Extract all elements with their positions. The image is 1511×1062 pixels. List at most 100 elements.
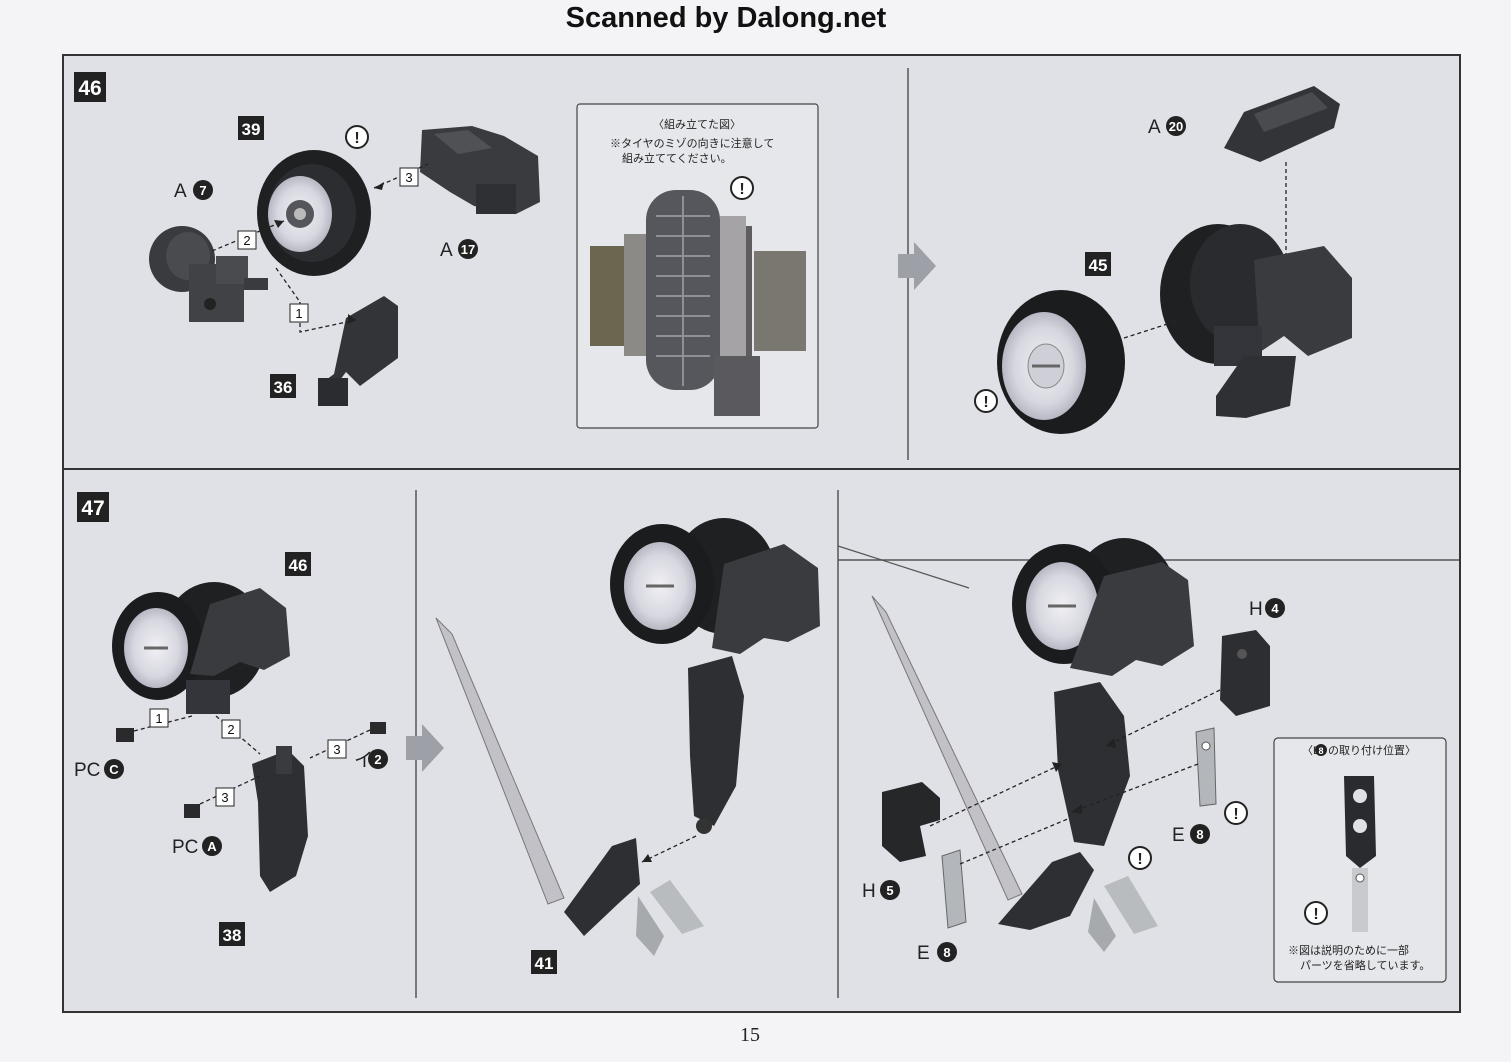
step-number-47: 47	[77, 492, 109, 522]
polycap-a	[184, 804, 200, 818]
assembled-upper-unit	[610, 518, 820, 834]
part-39-wheel	[257, 150, 371, 276]
svg-text:2: 2	[374, 752, 381, 767]
assembly-arrowhead	[1170, 318, 1180, 326]
assembly-arrowhead	[642, 854, 652, 862]
svg-text:E: E	[917, 943, 930, 964]
part-label-39: 39	[238, 116, 264, 140]
svg-text:組み立ててください。: 組み立ててください。	[622, 151, 732, 165]
svg-text:3: 3	[221, 790, 228, 805]
part-i2-pin	[370, 722, 386, 734]
svg-text:1: 1	[155, 711, 162, 726]
svg-text:3: 3	[405, 170, 412, 185]
part-h5-clip	[882, 782, 940, 862]
blade-part	[435, 617, 565, 905]
blade-part	[871, 595, 1023, 901]
part-label-38: 38	[219, 922, 245, 946]
assembly-arrowheads	[1052, 738, 1116, 814]
instruction-diagram: 46 47 2	[64, 68, 1459, 998]
caution-mark: !	[1224, 801, 1248, 825]
part-label-e8-a: E 8	[1172, 824, 1210, 846]
svg-text:H: H	[1249, 599, 1263, 620]
part-label-46: 46	[285, 552, 311, 576]
part-label-a20: A 20	[1148, 116, 1186, 138]
polycap-c	[116, 728, 134, 742]
part-label-pc-a: PC A	[172, 836, 222, 858]
instruction-sheet: 46 47 2	[62, 54, 1461, 1013]
svg-text:39: 39	[242, 120, 261, 139]
part-label-45: 45	[1085, 252, 1111, 276]
svg-text:H: H	[862, 881, 876, 902]
svg-text:パーツを省略しています。: パーツを省略しています。	[1300, 958, 1430, 972]
svg-text:E: E	[1172, 825, 1185, 846]
svg-text:イ: イ	[354, 750, 373, 771]
caution-mark: !	[974, 389, 998, 413]
part-36-piece	[318, 296, 398, 406]
svg-text:2: 2	[243, 233, 250, 248]
svg-text:41: 41	[535, 954, 554, 973]
svg-text:※図は説明のために一部: ※図は説明のために一部	[1288, 943, 1409, 957]
svg-text:3: 3	[333, 742, 340, 757]
svg-text:7: 7	[199, 183, 206, 198]
svg-text:2: 2	[227, 722, 234, 737]
svg-text:38: 38	[223, 926, 242, 945]
svg-text:PC: PC	[74, 760, 100, 781]
svg-text:A: A	[174, 181, 187, 202]
order-mark-3: 3	[215, 787, 235, 807]
svg-text:8: 8	[943, 945, 950, 960]
svg-text:8: 8	[1196, 827, 1203, 842]
next-arrow	[406, 724, 444, 772]
svg-text:20: 20	[1169, 119, 1183, 134]
svg-text:C: C	[109, 762, 119, 777]
order-mark-1: 1	[289, 303, 309, 323]
part-label-36: 36	[270, 374, 296, 398]
assembled-leg-unit	[998, 538, 1194, 952]
part-label-i2: イ 2	[354, 749, 388, 771]
svg-text:PC: PC	[172, 837, 198, 858]
order-mark-2: 2	[221, 719, 241, 739]
svg-text:8: 8	[1318, 746, 1323, 756]
part-41-foot	[564, 838, 704, 956]
part-label-41: 41	[531, 950, 557, 974]
part-e8-small-a	[1195, 727, 1217, 807]
svg-text:の取り付け位置〉: の取り付け位置〉	[1328, 743, 1416, 757]
svg-text:36: 36	[274, 378, 293, 397]
part-label-a7: A 7	[174, 180, 213, 202]
part-label-pc-c: PC C	[74, 759, 124, 781]
part-h4-plate	[1220, 630, 1270, 716]
svg-text:17: 17	[461, 242, 475, 257]
part-label-e8-b: E 8	[917, 942, 957, 964]
callout-line	[837, 545, 970, 589]
part-a17-block	[420, 126, 540, 214]
svg-text:45: 45	[1089, 256, 1108, 275]
svg-text:5: 5	[886, 883, 893, 898]
assembly-guide-lines	[133, 715, 371, 805]
order-mark-1: 1	[149, 708, 169, 728]
assembled-wheel-illustration: !	[590, 176, 806, 416]
assembly-arrowheads	[274, 182, 384, 324]
part-label-h4: H 4	[1249, 598, 1285, 620]
svg-text:A: A	[440, 240, 453, 261]
svg-text:※タイヤのミゾの向きに注意して: ※タイヤのミゾの向きに注意して	[610, 136, 774, 150]
part-label-a17: A 17	[440, 239, 478, 261]
svg-text:47: 47	[81, 497, 104, 520]
page-number: 15	[740, 1024, 760, 1046]
order-mark-3: 3	[327, 739, 347, 759]
part-a20-cover	[1224, 86, 1340, 162]
assembled-wheel-unit	[1160, 224, 1352, 418]
assembly-guide-line	[641, 835, 697, 863]
part-a7-hub-bracket	[149, 226, 268, 322]
svg-text:A: A	[207, 839, 217, 854]
part-45-wheel	[997, 290, 1125, 434]
svg-text:!: !	[1233, 806, 1238, 823]
next-arrow	[898, 242, 936, 290]
svg-text:46: 46	[289, 556, 308, 575]
attach-position-note-box: 〈E 8 の取り付け位置〉 ! ※図は説明のために一部 パーツを省略しています。	[1273, 737, 1447, 983]
svg-text:!: !	[1137, 851, 1142, 868]
svg-text:!: !	[1313, 906, 1318, 923]
step-number-46: 46	[74, 72, 106, 102]
scan-watermark: Scanned by Dalong.net	[565, 2, 887, 34]
part-label-h5: H 5	[862, 880, 900, 902]
order-mark-3: 3	[399, 167, 419, 187]
part-e8-small-b	[941, 849, 967, 929]
